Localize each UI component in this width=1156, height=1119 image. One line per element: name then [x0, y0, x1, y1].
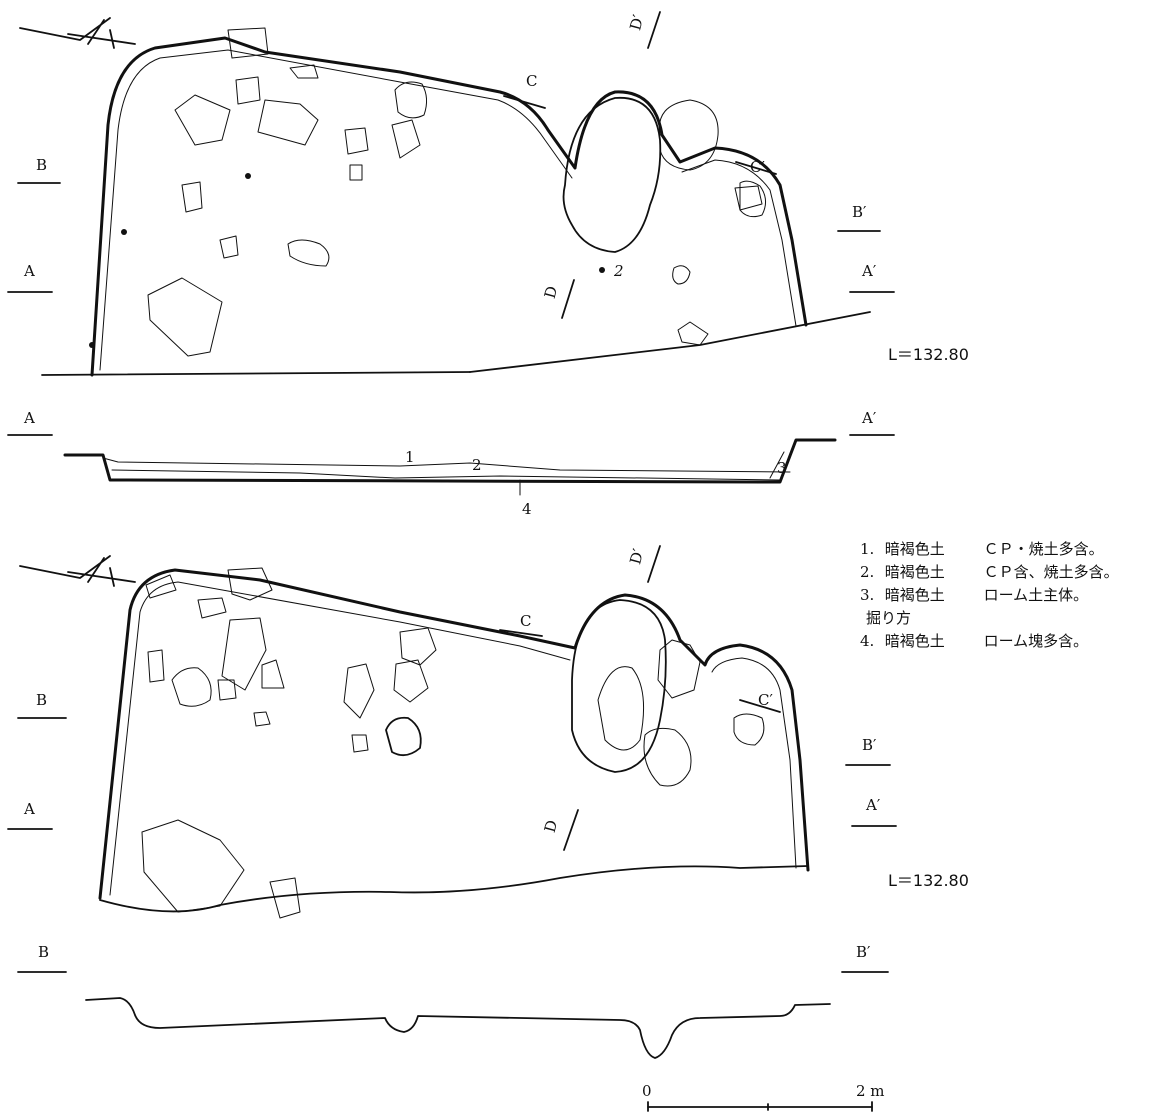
- section-b-profile: [85, 997, 831, 1059]
- soil-legend: 1. 暗褐色土 ＣＰ・焼土多含。 2. 暗褐色土 ＣＰ含、焼土多含。 3. 暗褐…: [860, 538, 1156, 653]
- elevation-label-upper: L＝132.80: [888, 345, 969, 364]
- section-markers-lower: B A B′ A′ C C′ D′ D: [7, 545, 897, 851]
- upper-plan: 2 B A B′ A′ C C′ D′ D L＝132.80: [7, 11, 969, 377]
- marker-C-prime-lower: C′: [758, 691, 773, 709]
- marker-A-prime-lower: A′: [865, 796, 881, 814]
- stones-lower: [141, 567, 437, 919]
- section-a-profile: [63, 438, 837, 484]
- legend-subheading: 掘り方: [866, 609, 912, 627]
- hearth-lower: [571, 599, 667, 773]
- scale-start-label: 0: [642, 1082, 652, 1100]
- elevation-label-lower: L＝132.80: [888, 871, 969, 890]
- marker-A-lower: A: [23, 800, 35, 818]
- lower-plan: B A B′ A′ C C′ D′ D L＝132.80: [7, 545, 969, 919]
- section-b-start: B: [38, 943, 49, 961]
- marker-C: C: [526, 72, 537, 90]
- section-a: A A′ 1 2 3 4: [7, 409, 895, 518]
- pit-outline-lower: [98, 568, 810, 900]
- section-a-start: A: [23, 409, 35, 427]
- post-dot: [599, 267, 605, 273]
- plan-baseline: [41, 371, 471, 376]
- pit-inner-edge: [99, 49, 797, 371]
- scale-end-label: 2 m: [856, 1082, 885, 1100]
- marker-B-lower: B: [36, 691, 47, 709]
- legend-row-3: 3. 暗褐色土 ローム土主体。: [860, 586, 1089, 604]
- hearth: [562, 97, 662, 253]
- legend-row-2: 2. 暗褐色土 ＣＰ含、焼土多含。: [860, 563, 1119, 581]
- plan-baseline-right: [469, 311, 871, 373]
- marker-D-lower: D: [541, 818, 562, 834]
- post-dot: [121, 229, 127, 235]
- section-b: B B′: [17, 943, 889, 1059]
- marker-B: B: [36, 156, 47, 174]
- north-arrow-icon: [19, 17, 136, 49]
- section-markers-upper: B A B′ A′ C C′ D′ D: [7, 11, 895, 319]
- layer-label-1: 1: [405, 448, 415, 466]
- pit-outline: [90, 36, 808, 377]
- post-dot: [89, 342, 95, 348]
- marker-B-prime: B′: [852, 203, 867, 221]
- legend-row-4: 4. 暗褐色土 ローム塊多含。: [860, 632, 1089, 650]
- point-label-2: 2: [613, 262, 624, 280]
- marker-D: D: [541, 284, 562, 300]
- marker-B-prime-lower: B′: [862, 736, 877, 754]
- scale-bar: 0 2 m: [642, 1082, 885, 1112]
- post-dot: [245, 173, 251, 179]
- marker-D-prime: D′: [626, 12, 648, 32]
- stones-upper: [147, 27, 763, 357]
- north-arrow-icon: [19, 555, 136, 587]
- marker-A-prime: A′: [861, 262, 877, 280]
- layer-label-2: 2: [472, 456, 482, 474]
- marker-C-lower: C: [520, 612, 531, 630]
- layer-label-3: 3: [777, 459, 787, 477]
- plan-baseline-lower: [99, 865, 809, 913]
- legend-row-1: 1. 暗褐色土 ＣＰ・焼土多含。: [860, 540, 1104, 558]
- section-a-end: A′: [861, 409, 877, 427]
- section-b-end: B′: [856, 943, 871, 961]
- layer-label-4: 4: [522, 500, 532, 518]
- pit-inner-edge-lower: [109, 581, 797, 896]
- marker-C-prime: C′: [750, 158, 765, 176]
- marker-D-prime-lower: D′: [626, 546, 648, 566]
- marker-A: A: [23, 262, 35, 280]
